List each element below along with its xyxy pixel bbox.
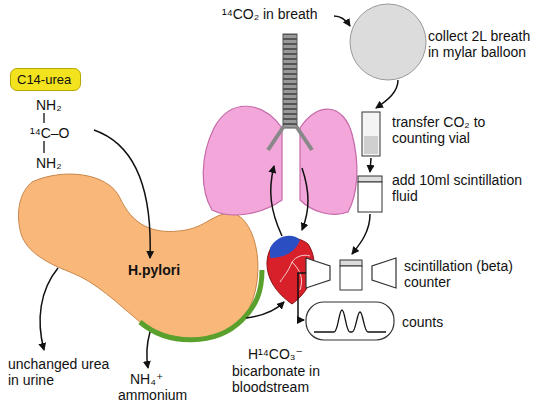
flow-arrow (147, 332, 150, 368)
chemical-label: bicarbonate in bloodstream (232, 363, 342, 395)
vial-liquid (364, 136, 378, 154)
counts-display (306, 302, 394, 340)
step-label: transfer CO₂ to counting vial (392, 114, 532, 146)
left-lung (203, 106, 282, 215)
bronchus (268, 126, 312, 150)
mylar-balloon (350, 4, 426, 80)
flow-arrow (40, 268, 58, 350)
flow-arrow (334, 16, 350, 26)
bond-line (43, 113, 44, 123)
compound-tag: C14-urea (10, 68, 81, 91)
formula-text: NH₂ (36, 155, 66, 171)
bond-line (43, 141, 44, 153)
count-peaks (314, 310, 386, 332)
organism-label: H.pylori (128, 262, 208, 278)
step-label: unchanged urea in urine (8, 356, 120, 388)
vial-cap (358, 176, 382, 182)
scintillation-vial (358, 182, 382, 212)
detector (306, 258, 330, 288)
step-label: ¹⁴CO₂ in breath (222, 6, 334, 22)
step-label: collect 2L breath in mylar balloon (428, 28, 536, 60)
flow-arrow (298, 273, 306, 320)
tag-text: C14-urea (17, 72, 74, 87)
flow-arrow (94, 130, 150, 258)
flow-arrow (376, 80, 398, 108)
formula-text: ¹⁴C–O (30, 125, 100, 141)
vial-cap (340, 260, 362, 266)
flow-arrow (302, 168, 308, 230)
sample-vial (340, 266, 362, 290)
chemical-label: ammonium (118, 387, 198, 403)
flow-arrow (370, 158, 371, 172)
flow-arrow (352, 214, 370, 254)
chemical-label: NH₄⁺ (130, 371, 190, 387)
flow-arrow (246, 302, 284, 318)
heart-vessel (270, 236, 300, 258)
step-label: scintillation (beta) counter (404, 258, 524, 290)
counting-vial (362, 112, 380, 156)
detector (372, 258, 396, 288)
formula-text: NH₂ (36, 97, 66, 113)
stomach-lining (140, 270, 262, 340)
step-label: counts (402, 314, 482, 330)
trachea (283, 34, 297, 128)
chemical-label: H¹⁴CO₃⁻ (248, 346, 328, 362)
step-label: add 10ml scintillation fluid (392, 172, 532, 204)
flow-arrow (271, 166, 282, 236)
